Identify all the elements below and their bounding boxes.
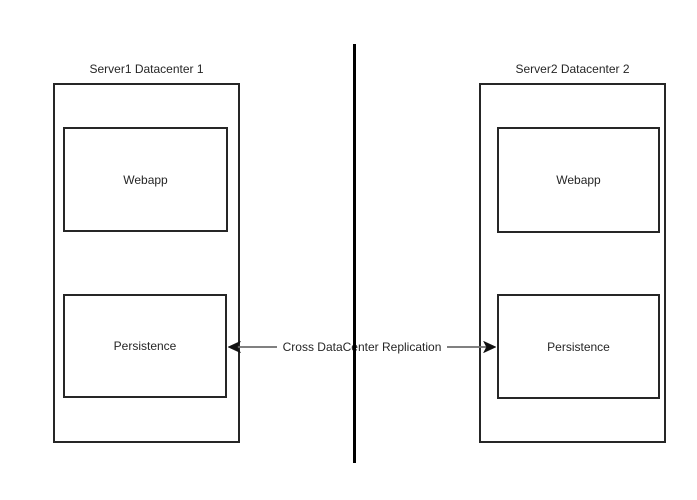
webapp-label-1: Webapp [123,172,168,187]
arrow-head-left [227,340,242,354]
webapp-label-2: Webapp [556,173,601,187]
replication-arrow-label: Cross DataCenter Replication [277,340,447,354]
arrow-head-right [482,340,497,354]
datacenter-1-title: Server1 Datacenter 1 [89,62,204,76]
webapp-box-1: Webapp [63,127,228,232]
datacenter-divider-line [353,44,356,463]
persistence-box-1: Persistence [63,294,227,398]
webapp-box-2: Webapp [497,127,660,233]
persistence-label-1: Persistence [113,339,177,353]
persistence-label-2: Persistence [547,339,610,354]
persistence-box-2: Persistence [497,294,660,399]
datacenter-2-title: Server2 Datacenter 2 [515,62,630,76]
